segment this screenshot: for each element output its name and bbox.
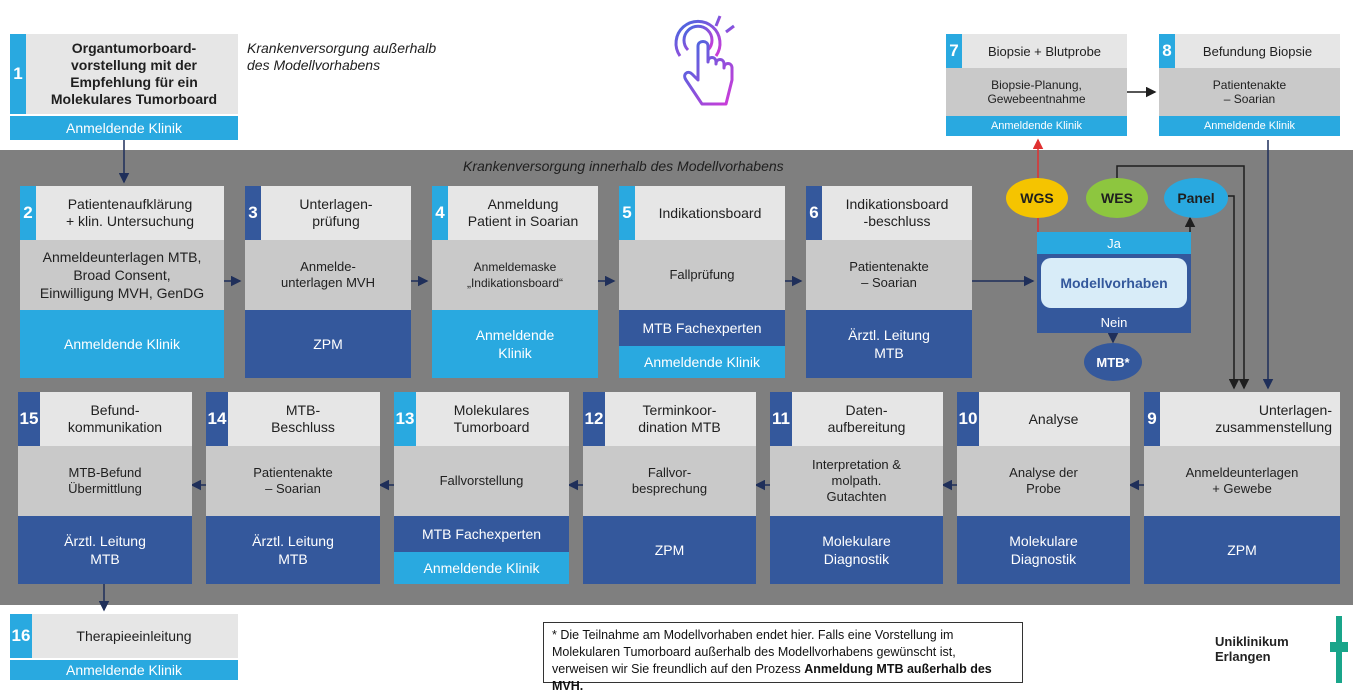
step-16-title: Therapieeinleitung bbox=[10, 614, 238, 658]
step-9-org: ZPM bbox=[1144, 516, 1340, 584]
step-5-number: 5 bbox=[619, 186, 635, 240]
step-16: Therapieeinleitung 16 Anmeldende Klinik bbox=[10, 614, 238, 680]
step-9-detail: Anmeldeunterlagen + Gewebe bbox=[1144, 446, 1340, 516]
step-1: Organtumorboard- vorstellung mit der Emp… bbox=[10, 34, 238, 140]
tap-gesture-icon bbox=[674, 15, 735, 106]
step-3-org: ZPM bbox=[245, 310, 411, 378]
step-4-detail: Anmeldemaske „Indikationsboard“ bbox=[432, 240, 598, 310]
step-13-title: Molekulares Tumorboard bbox=[394, 392, 569, 446]
step-10-number: 10 bbox=[957, 392, 979, 446]
step-3-title: Unterlagen- prüfung bbox=[245, 186, 411, 240]
step-5-detail: Fallprüfung bbox=[619, 240, 785, 310]
step-8: Befundung Biopsie 8 Patientenakte – Soar… bbox=[1159, 34, 1340, 136]
step-7-number: 7 bbox=[946, 34, 962, 68]
step-13: Molekulares Tumorboard 13 Fallvorstellun… bbox=[394, 392, 569, 584]
step-6-title: Indikationsboard -beschluss bbox=[806, 186, 972, 240]
step-4-org: Anmeldende Klinik bbox=[432, 310, 598, 378]
outer-caption: Krankenversorgung außerhalb des Modellvo… bbox=[247, 40, 437, 73]
step-7: Biopsie + Blutprobe 7 Biopsie-Planung, G… bbox=[946, 34, 1127, 136]
step-12: Terminkoor- dination MTB 12 Fallvor- bes… bbox=[583, 392, 756, 584]
step-3-detail: Anmelde- unterlagen MVH bbox=[245, 240, 411, 310]
step-1-org: Anmeldende Klinik bbox=[10, 114, 238, 140]
step-14: MTB- Beschluss 14 Patientenakte – Soaria… bbox=[206, 392, 380, 584]
step-10-org: Molekulare Diagnostik bbox=[957, 516, 1130, 584]
step-12-org: ZPM bbox=[583, 516, 756, 584]
step-9: Unterlagen- zusammenstellung 9 Anmeldeun… bbox=[1144, 392, 1340, 584]
logo-cross-icon bbox=[1330, 616, 1348, 683]
step-12-title: Terminkoor- dination MTB bbox=[583, 392, 756, 446]
step-3-number: 3 bbox=[245, 186, 261, 240]
step-11-number: 11 bbox=[770, 392, 792, 446]
step-6: Indikationsboard -beschluss 6 Patientena… bbox=[806, 186, 972, 378]
step-14-title: MTB- Beschluss bbox=[206, 392, 380, 446]
step-8-number: 8 bbox=[1159, 34, 1175, 68]
step-10-detail: Analyse der Probe bbox=[957, 446, 1130, 516]
panel-pill: Panel bbox=[1164, 178, 1228, 218]
step-10: Analyse 10 Analyse der Probe Molekulare … bbox=[957, 392, 1130, 584]
step-13-detail: Fallvorstellung bbox=[394, 446, 569, 516]
step-4-number: 4 bbox=[432, 186, 448, 240]
step-13-number: 13 bbox=[394, 392, 416, 446]
decision-center: Modellvorhaben bbox=[1041, 258, 1187, 308]
inner-caption: Krankenversorgung innerhalb des Modellvo… bbox=[463, 158, 784, 174]
step-11-detail: Interpretation & molpath. Gutachten bbox=[770, 446, 943, 516]
step-2-detail: Anmeldeunterlagen MTB, Broad Consent, Ei… bbox=[20, 240, 224, 310]
step-13-org-primary: MTB Fachexperten bbox=[394, 516, 569, 552]
step-5-org-primary: MTB Fachexperten bbox=[619, 310, 785, 346]
mtb-exit-pill: MTB* bbox=[1084, 343, 1142, 381]
step-4-title: Anmeldung Patient in Soarian bbox=[432, 186, 598, 240]
wgs-pill: WGS bbox=[1006, 178, 1068, 218]
step-5-org-secondary: Anmeldende Klinik bbox=[619, 346, 785, 378]
step-9-title: Unterlagen- zusammenstellung bbox=[1144, 392, 1340, 446]
step-10-title: Analyse bbox=[957, 392, 1130, 446]
step-15: Befund- kommunikation 15 MTB-Befund Über… bbox=[18, 392, 192, 584]
step-13-org-secondary: Anmeldende Klinik bbox=[394, 552, 569, 584]
step-6-number: 6 bbox=[806, 186, 822, 240]
step-7-title: Biopsie + Blutprobe bbox=[946, 34, 1127, 68]
step-2-title: Patientenaufklärung + klin. Untersuchung bbox=[20, 186, 224, 240]
step-16-number: 16 bbox=[10, 614, 32, 658]
step-15-title: Befund- kommunikation bbox=[18, 392, 192, 446]
logo-line-2: Erlangen bbox=[1215, 649, 1271, 664]
step-6-org: Ärztl. Leitung MTB bbox=[806, 310, 972, 378]
step-1-title: Organtumorboard- vorstellung mit der Emp… bbox=[10, 34, 238, 114]
step-11-org: Molekulare Diagnostik bbox=[770, 516, 943, 584]
step-16-org: Anmeldende Klinik bbox=[10, 660, 238, 680]
step-12-detail: Fallvor- besprechung bbox=[583, 446, 756, 516]
step-8-detail: Patientenakte – Soarian bbox=[1159, 68, 1340, 116]
logo-text: Uniklinikum Erlangen bbox=[1215, 634, 1289, 664]
step-2-number: 2 bbox=[20, 186, 36, 240]
step-14-detail: Patientenakte – Soarian bbox=[206, 446, 380, 516]
decision-no: Nein bbox=[1100, 315, 1128, 330]
step-15-org: Ärztl. Leitung MTB bbox=[18, 516, 192, 584]
logo-line-1: Uniklinikum bbox=[1215, 634, 1289, 649]
step-9-number: 9 bbox=[1144, 392, 1160, 446]
step-14-number: 14 bbox=[206, 392, 228, 446]
decision-yes: Ja bbox=[1037, 232, 1191, 254]
step-15-number: 15 bbox=[18, 392, 40, 446]
step-8-org: Anmeldende Klinik bbox=[1159, 116, 1340, 136]
decision-block: Ja Modellvorhaben Nein bbox=[1037, 232, 1191, 333]
step-11: Daten- aufbereitung 11 Interpretation & … bbox=[770, 392, 943, 584]
footnote: * Die Teilnahme am Modellvorhaben endet … bbox=[543, 622, 1023, 693]
step-15-detail: MTB-Befund Übermittlung bbox=[18, 446, 192, 516]
step-3: Unterlagen- prüfung 3 Anmelde- unterlage… bbox=[245, 186, 411, 378]
step-4: Anmeldung Patient in Soarian 4 Anmeldema… bbox=[432, 186, 598, 378]
step-7-detail: Biopsie-Planung, Gewebeentnahme bbox=[946, 68, 1127, 116]
step-11-title: Daten- aufbereitung bbox=[770, 392, 943, 446]
footnote-text: * Die Teilnahme am Modellvorhaben endet … bbox=[552, 628, 956, 676]
step-5-title: Indikationsboard bbox=[619, 186, 785, 240]
step-6-detail: Patientenakte – Soarian bbox=[806, 240, 972, 310]
step-1-number: 1 bbox=[10, 34, 26, 114]
step-8-title: Befundung Biopsie bbox=[1159, 34, 1340, 68]
wes-pill: WES bbox=[1086, 178, 1148, 218]
step-2: Patientenaufklärung + klin. Untersuchung… bbox=[20, 186, 224, 378]
step-2-org: Anmeldende Klinik bbox=[20, 310, 224, 378]
step-12-number: 12 bbox=[583, 392, 605, 446]
step-5: Indikationsboard 5 Fallprüfung MTB Fache… bbox=[619, 186, 785, 378]
step-14-org: Ärztl. Leitung MTB bbox=[206, 516, 380, 584]
step-7-org: Anmeldende Klinik bbox=[946, 116, 1127, 136]
